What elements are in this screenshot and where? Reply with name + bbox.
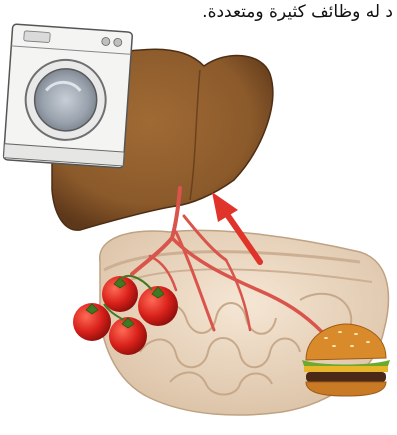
washing-machine-icon xyxy=(3,24,132,168)
